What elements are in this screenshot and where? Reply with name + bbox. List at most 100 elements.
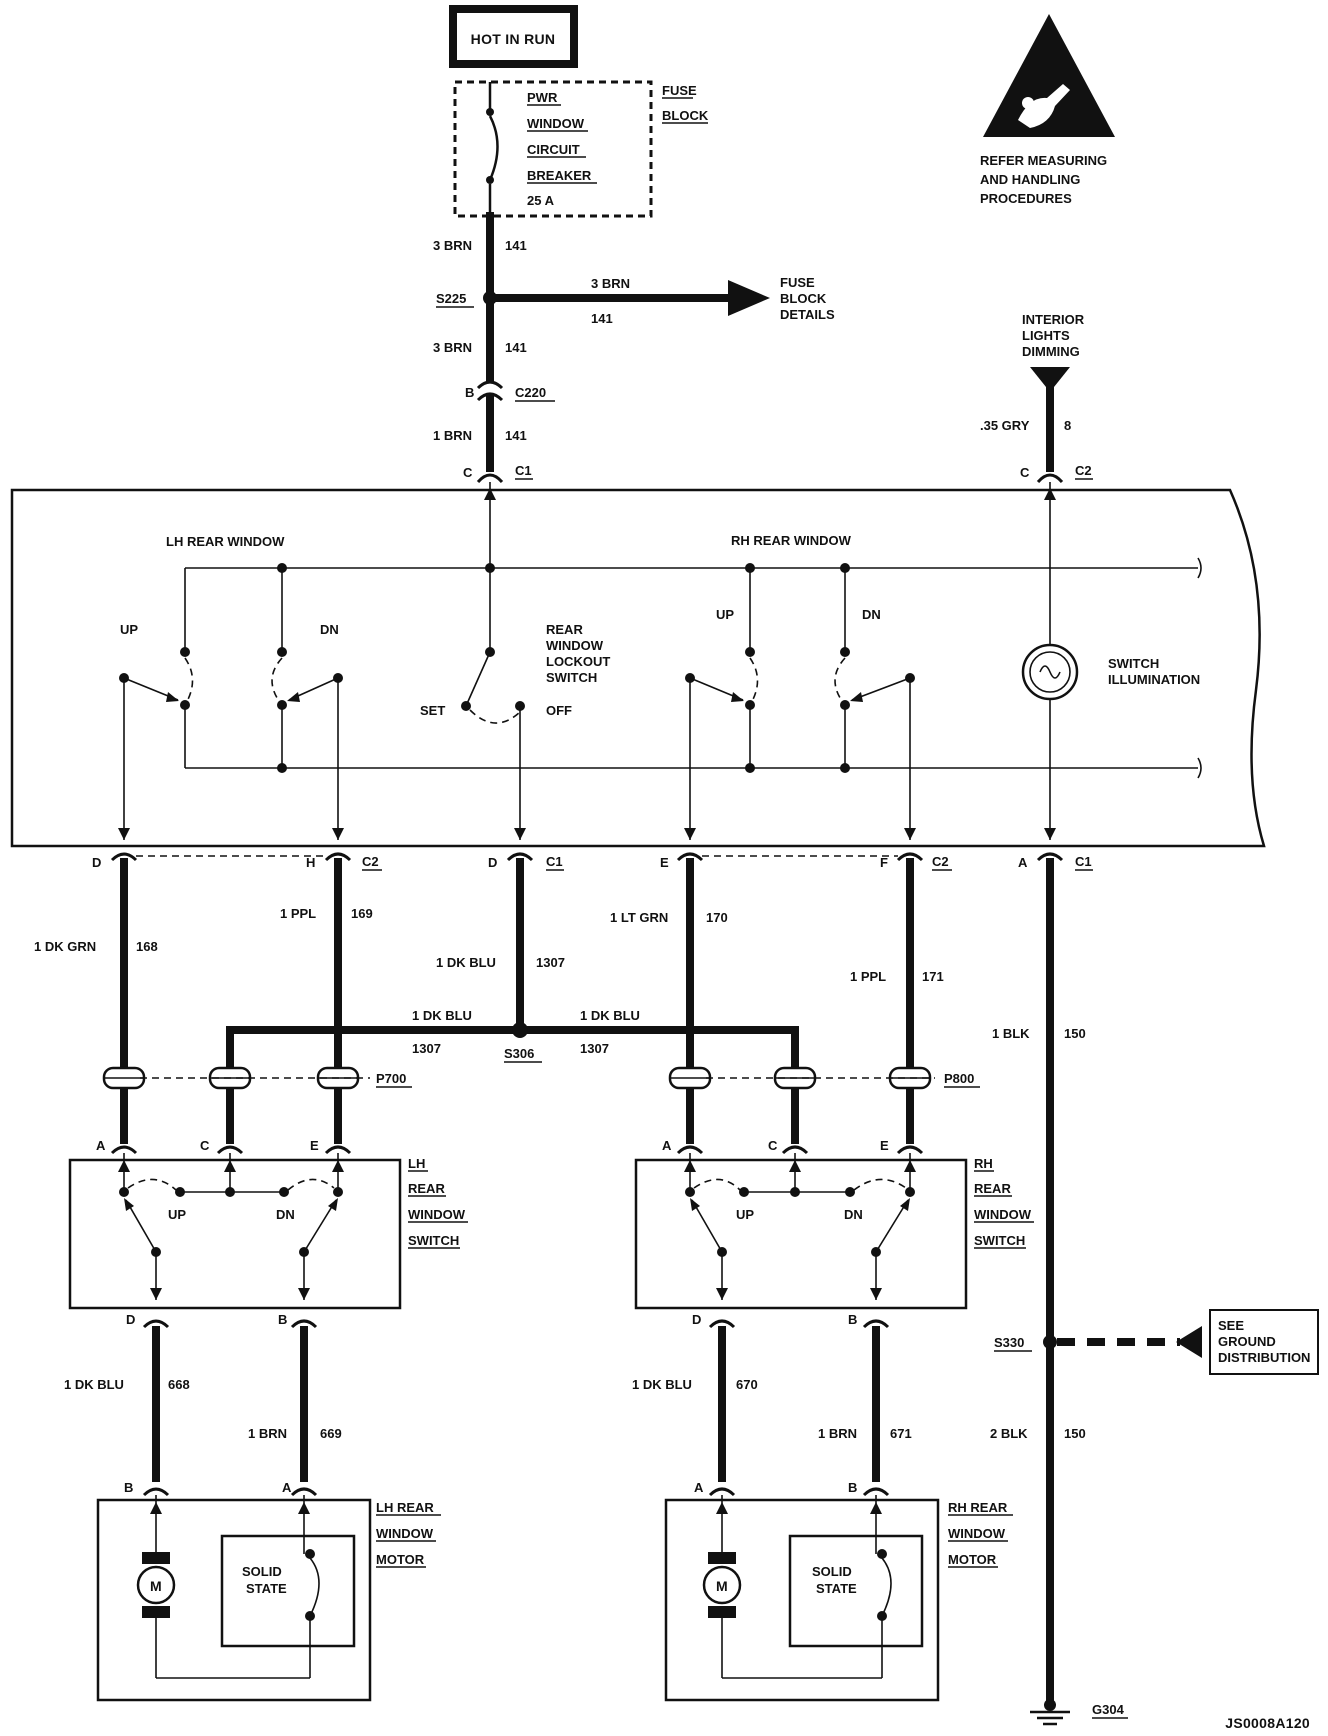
branch-wire: 3 BRN xyxy=(591,276,630,291)
lh-motor-m: M xyxy=(150,1578,162,1594)
wire-lh-up-circuit: 168 xyxy=(136,939,158,954)
rh-motor-ss-2: STATE xyxy=(816,1581,857,1596)
c220-pin: B xyxy=(465,385,474,400)
lh-motor-icon xyxy=(136,1565,176,1605)
esd-warning-icon xyxy=(983,14,1115,137)
s306-right-wire: 1 DK BLU xyxy=(580,1008,640,1023)
branch-circuit: 141 xyxy=(591,311,613,326)
fuse-block-details-arrow xyxy=(728,280,770,316)
rh-motor-title-1: RH REAR xyxy=(948,1500,1008,1515)
ground-circuit: S330 SEE GROUND DISTRIBUTION 2 BLK 150 G… xyxy=(990,1309,1319,1726)
fuse-block-label-1: FUSE xyxy=(662,83,697,98)
conn-c1-mid: C1 xyxy=(546,854,563,869)
wire-rh-up: 1 LT GRN xyxy=(610,910,668,925)
conn-a-pin: A xyxy=(1018,855,1028,870)
lh-sw-out-d: D xyxy=(126,1312,135,1327)
lockout-label-3: LOCKOUT xyxy=(546,654,610,669)
rh-sw-title-1: RH xyxy=(974,1156,993,1171)
ground-wire: 2 BLK xyxy=(990,1426,1028,1441)
s306-right-circuit: 1307 xyxy=(580,1041,609,1056)
p800-label: P800 xyxy=(944,1071,974,1086)
wire-gnd: 1 BLK xyxy=(992,1026,1030,1041)
diagram-code: JS0008A120 xyxy=(1225,1715,1310,1731)
rh-sw-title-4: SWITCH xyxy=(974,1233,1025,1248)
rh-motor-circuit-1: 670 xyxy=(736,1377,758,1392)
rh-sw-dn: DN xyxy=(844,1207,863,1222)
breaker-label-1: PWR xyxy=(527,90,558,105)
dimming-label-3: DIMMING xyxy=(1022,344,1080,359)
lh-motor-wire-1: 1 DK BLU xyxy=(64,1377,124,1392)
lh-motor-ss-1: SOLID xyxy=(242,1564,282,1579)
feed-circuit-141: 3 BRN 141 S225 3 BRN 141 FUSE BLOCK DETA… xyxy=(433,212,835,484)
p700-label: P700 xyxy=(376,1071,406,1086)
lockout-label-2: WINDOW xyxy=(546,638,604,653)
dimming-label-1: INTERIOR xyxy=(1022,312,1085,327)
rh-motor-wire-1: 1 DK BLU xyxy=(632,1377,692,1392)
lh-sw-pin-c: C xyxy=(200,1138,210,1153)
lh-sw-dn: DN xyxy=(276,1207,295,1222)
wire-lh-up: 1 DK GRN xyxy=(34,939,96,954)
fuse-block-details-1: FUSE xyxy=(780,275,815,290)
wire-rh-up-circuit: 170 xyxy=(706,910,728,925)
dimming-input: INTERIOR LIGHTS DIMMING .35 GRY 8 C C2 xyxy=(980,312,1093,484)
rh-rear-window-title: RH REAR WINDOW xyxy=(731,533,852,548)
conn-h-pin: H xyxy=(306,855,315,870)
rh-sw-out-d: D xyxy=(692,1312,701,1327)
esd-warning: REFER MEASURING AND HANDLING PROCEDURES xyxy=(980,14,1115,206)
lh-motor-circuit-2: 669 xyxy=(320,1426,342,1441)
master-switch: LH REAR WINDOW RH REAR WINDOW UP DN xyxy=(10,482,1266,848)
motor-wires: 1 DK BLU 668 1 BRN 669 1 DK BLU 670 1 BR… xyxy=(64,1326,912,1482)
fuse-block: FUSE BLOCK PWR WINDOW CIRCUIT BREAKER 25… xyxy=(453,80,709,218)
lockout-label-1: REAR xyxy=(546,622,583,637)
s306-left-circuit: 1307 xyxy=(412,1041,441,1056)
fuse-block-details-2: BLOCK xyxy=(780,291,827,306)
lh-dn-label: DN xyxy=(320,622,339,637)
conn-c2-left: C2 xyxy=(362,854,379,869)
rh-rear-window-motor: A B M SOLID STATE RH REAR WINDOW MOTOR xyxy=(664,1480,1013,1702)
conn-e-pin: E xyxy=(660,855,669,870)
c220-label: C220 xyxy=(515,385,546,400)
feed-wire-3: 1 BRN xyxy=(433,428,472,443)
ground-circuit-num: 150 xyxy=(1064,1426,1086,1441)
dimming-wire: .35 GRY xyxy=(980,418,1030,433)
see-ground-2: GROUND xyxy=(1218,1334,1276,1349)
sw-c1-label: C1 xyxy=(515,463,532,478)
lh-motor-title-2: WINDOW xyxy=(376,1526,434,1541)
dimming-pin: C xyxy=(1020,465,1030,480)
lh-motor-title-1: LH REAR xyxy=(376,1500,434,1515)
rh-motor-title-3: MOTOR xyxy=(948,1552,997,1567)
feed-circuit-2: 141 xyxy=(505,340,527,355)
dimming-circuit: 8 xyxy=(1064,418,1071,433)
breaker-label-2: WINDOW xyxy=(527,116,585,131)
wire-lock-circuit: 1307 xyxy=(536,955,565,970)
g304-label: G304 xyxy=(1092,1702,1125,1717)
sw-c1-pin: C xyxy=(463,465,473,480)
illumination-label-1: SWITCH xyxy=(1108,656,1159,671)
lh-sw-out-b: B xyxy=(278,1312,287,1327)
rh-up-label: UP xyxy=(716,607,734,622)
conn-d-pin: D xyxy=(92,855,101,870)
breaker-label-3: CIRCUIT xyxy=(527,142,580,157)
dimming-label-2: LIGHTS xyxy=(1022,328,1070,343)
lh-motor-circuit-1: 668 xyxy=(168,1377,190,1392)
s306-splice xyxy=(512,1022,528,1038)
feed-wire-2: 3 BRN xyxy=(433,340,472,355)
lockout-label-4: SWITCH xyxy=(546,670,597,685)
rh-sw-pin-c: C xyxy=(768,1138,778,1153)
rh-motor-pin-a: A xyxy=(694,1480,704,1495)
s330-splice xyxy=(1043,1335,1057,1349)
s330-label: S330 xyxy=(994,1335,1024,1350)
lh-sw-title-2: REAR xyxy=(408,1181,445,1196)
middle-wires: 1 DK GRN 168 1 PPL 169 1 DK BLU 1307 1 D… xyxy=(34,858,1086,1709)
rh-motor-ss-1: SOLID xyxy=(812,1564,852,1579)
rh-motor-wire-2: 1 BRN xyxy=(818,1426,857,1441)
conn-d2-pin: D xyxy=(488,855,497,870)
wire-lock: 1 DK BLU xyxy=(436,955,496,970)
conn-c2-right: C2 xyxy=(932,854,949,869)
lh-rear-window-title: LH REAR WINDOW xyxy=(166,534,285,549)
dimming-conn: C2 xyxy=(1075,463,1092,478)
s225-label: S225 xyxy=(436,291,466,306)
breaker-label-5: 25 A xyxy=(527,193,555,208)
lh-motor-ss-2: STATE xyxy=(246,1581,287,1596)
rh-sw-pin-a: A xyxy=(662,1138,672,1153)
